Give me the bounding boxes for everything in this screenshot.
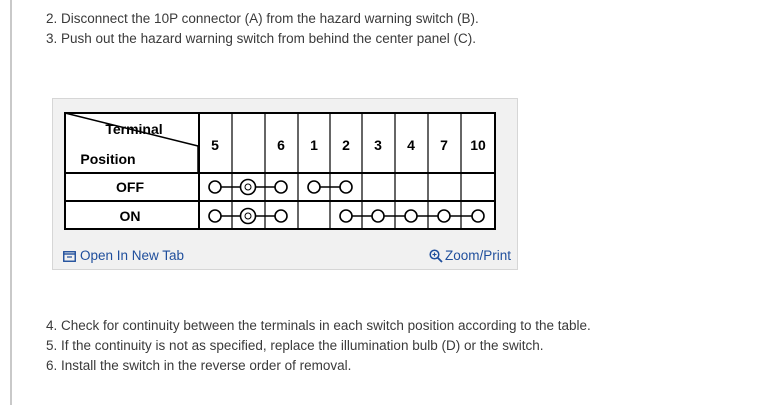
continuity-figure: Terminal Position 5 6 1 2 3 4 7 10 OFF O… (52, 98, 518, 270)
terminal-node (208, 180, 222, 194)
terminal-node (274, 209, 288, 223)
continuity-table-diagram: Terminal Position 5 6 1 2 3 4 7 10 OFF O… (64, 112, 496, 230)
row-off-label: OFF (116, 179, 144, 195)
terminal-1: 1 (310, 137, 318, 153)
terminal-3: 3 (374, 137, 382, 153)
bulb-symbol (239, 178, 257, 196)
header-position: Position (80, 151, 135, 167)
terminal-6: 6 (277, 137, 285, 153)
left-border-rule (10, 0, 12, 405)
figure-footer: Open In New Tab Zoom/Print (63, 247, 511, 267)
bulb-symbol (239, 207, 257, 225)
terminal-node (274, 180, 288, 194)
terminal-node (471, 209, 485, 223)
open-new-tab-icon (63, 250, 76, 262)
step-4-text: 4. Check for continuity between the term… (46, 318, 591, 333)
terminal-2: 2 (342, 137, 350, 153)
terminal-node (339, 180, 353, 194)
zoom-print-label: Zoom/Print (444, 248, 511, 263)
on-row-continuity (208, 207, 485, 225)
terminal-5: 5 (211, 137, 219, 153)
zoom-print-link[interactable]: Zoom/Print (429, 248, 511, 264)
row-on-label: ON (120, 208, 141, 224)
step-3-text: 3. Push out the hazard warning switch fr… (46, 31, 476, 46)
terminal-7: 7 (440, 137, 448, 153)
open-in-new-tab-link[interactable]: Open In New Tab (63, 248, 184, 263)
terminal-node (339, 209, 353, 223)
terminal-node (307, 180, 321, 194)
open-in-new-tab-label: Open In New Tab (80, 248, 185, 263)
terminal-node (208, 209, 222, 223)
step-2-text: 2. Disconnect the 10P connector (A) from… (46, 11, 479, 26)
step-6-text: 6. Install the switch in the reverse ord… (46, 358, 352, 373)
magnifier-icon (429, 249, 443, 264)
terminal-node (371, 209, 385, 223)
header-terminal: Terminal (105, 121, 162, 137)
terminal-node (437, 209, 451, 223)
terminal-10: 10 (470, 137, 486, 153)
terminal-4: 4 (407, 137, 415, 153)
off-row-continuity (208, 178, 353, 196)
terminal-node (404, 209, 418, 223)
step-5-text: 5. If the continuity is not as specified… (46, 338, 544, 353)
